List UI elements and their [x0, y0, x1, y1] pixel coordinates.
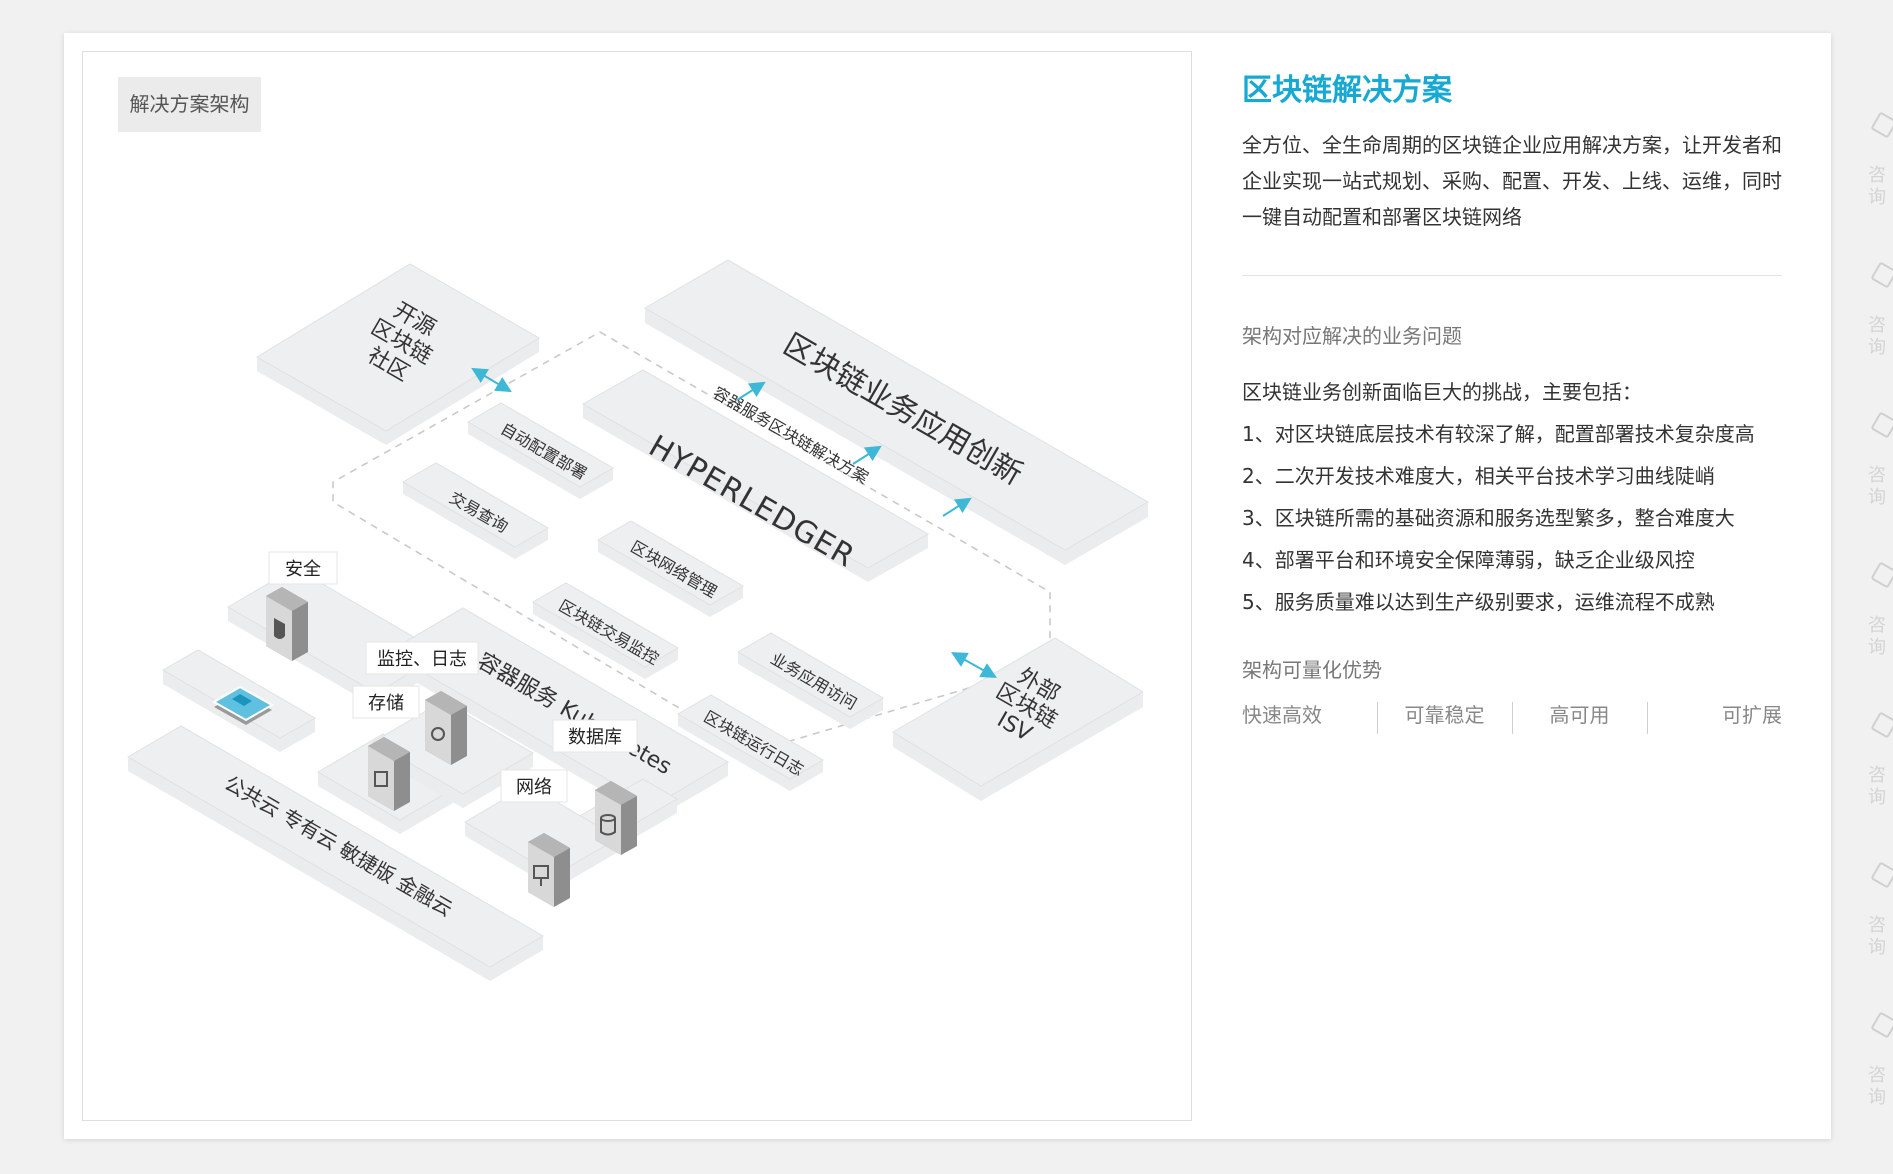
consult-tab-label: 咨询	[1868, 315, 1886, 358]
consult-tab-label: 咨询	[1868, 615, 1886, 658]
consult-tab[interactable]: 咨询	[1864, 411, 1893, 540]
problem-item: 3、区块链所需的基础资源和服务选型繁多，整合难度大	[1242, 506, 1735, 530]
consult-tab-label: 咨询	[1868, 765, 1886, 808]
consult-tab[interactable]: 咨询	[1864, 561, 1893, 690]
info-divider	[1242, 275, 1782, 276]
innovation-arrow-2	[852, 445, 882, 465]
tx-query-block: 交易查询	[402, 462, 549, 559]
innovation-arrow-3	[942, 497, 972, 517]
problem-item: 1、对区块链底层技术有较深了解，配置部署技术复杂度高	[1242, 422, 1755, 446]
advantage-item: 可扩展	[1647, 700, 1782, 736]
flow-arrows	[471, 367, 997, 678]
advantage-item: 快速高效	[1242, 703, 1322, 727]
solution-card: 解决方案架构 开源 区块链 社区	[64, 33, 1831, 1139]
consult-tab-label: 咨询	[1868, 915, 1886, 958]
consult-tab[interactable]: 咨询	[1864, 261, 1893, 390]
consult-tab[interactable]: 咨询	[1864, 861, 1893, 990]
solution-description: 全方位、全生命周期的区块链企业应用解决方案，让开发者和企业实现一站式规划、采购、…	[1242, 133, 1782, 229]
architecture-diagram: 开源 区块链 社区 区块链业务应用创新 外部 区块链 ISV	[127, 259, 1150, 981]
problem-item: 5、服务质量难以达到生产级别要求，运维流程不成熟	[1242, 590, 1715, 614]
network-chip-label: 网络	[516, 777, 552, 798]
security-chip-label: 安全	[285, 559, 321, 580]
isv-block: 外部 区块链 ISV	[892, 637, 1144, 801]
community-block: 开源 区块链 社区	[256, 263, 540, 445]
consult-tab[interactable]: 咨询	[1864, 1011, 1893, 1140]
screen-icon	[211, 685, 275, 725]
problem-list: 1、对区块链底层技术有较深了解，配置部署技术复杂度高 2、二次开发技术难度大，相…	[1242, 420, 1788, 630]
chat-icon	[1870, 1011, 1893, 1039]
biz-access-block: 业务应用访问	[737, 632, 884, 729]
consult-tab-label: 咨询	[1868, 165, 1886, 208]
database-chip-label: 数据库	[568, 727, 622, 748]
architecture-tag: 解决方案架构	[118, 77, 261, 132]
advantage-item: 可靠稳定	[1377, 700, 1512, 736]
chat-icon	[1870, 861, 1893, 889]
advantage-item: 高可用	[1512, 700, 1647, 736]
security-chip: 安全	[268, 551, 338, 585]
problem-item: 2、二次开发技术难度大，相关平台技术学习曲线陡峭	[1242, 464, 1715, 488]
network-mgmt-block: 区块网络管理	[597, 520, 744, 617]
database-server-icon	[595, 781, 637, 855]
consult-tab-label: 咨询	[1868, 1065, 1886, 1108]
monitoring-chip: 监控、日志	[365, 641, 479, 675]
side-consult-tabs: 咨询 咨询 咨询 咨询 咨询 咨询 咨询	[1864, 111, 1893, 1165]
security-server-icon	[266, 587, 308, 661]
chat-icon	[1870, 411, 1893, 439]
chat-icon	[1870, 711, 1893, 739]
storage-chip-label: 存储	[368, 693, 404, 714]
database-chip: 数据库	[552, 719, 638, 753]
monitoring-server-icon	[425, 691, 467, 765]
network-chip: 网络	[500, 769, 568, 803]
chat-icon	[1870, 561, 1893, 589]
architecture-panel: 解决方案架构 开源 区块链 社区	[82, 51, 1192, 1121]
problems-intro: 区块链业务创新面临巨大的挑战，主要包括：	[1242, 380, 1642, 404]
consult-tab[interactable]: 咨询	[1864, 111, 1893, 240]
advantages-heading: 架构可量化优势	[1242, 658, 1382, 682]
network-server-icon	[528, 833, 570, 907]
monitoring-chip-label: 监控、日志	[377, 649, 467, 670]
community-arrow	[471, 367, 512, 393]
consult-tab[interactable]: 咨询	[1864, 711, 1893, 840]
innovation-arrow-1	[736, 381, 766, 401]
storage-server-icon	[368, 737, 410, 811]
hyperledger-block: HYPERLEDGER	[581, 369, 930, 582]
advantages-row: 快速高效 可靠稳定 高可用 可扩展	[1242, 700, 1782, 736]
storage-chip: 存储	[352, 685, 420, 719]
problems-heading: 架构对应解决的业务问题	[1242, 324, 1462, 348]
info-panel: 区块链解决方案 全方位、全生命周期的区块链企业应用解决方案，让开发者和企业实现一…	[1242, 71, 1788, 736]
chat-icon	[1870, 261, 1893, 289]
isv-arrow	[951, 652, 997, 678]
solution-title: 区块链解决方案	[1242, 73, 1452, 108]
chat-icon	[1870, 111, 1893, 139]
problem-item: 4、部署平台和环境安全保障薄弱，缺乏企业级风控	[1242, 548, 1695, 572]
consult-tab-label: 咨询	[1868, 465, 1886, 508]
